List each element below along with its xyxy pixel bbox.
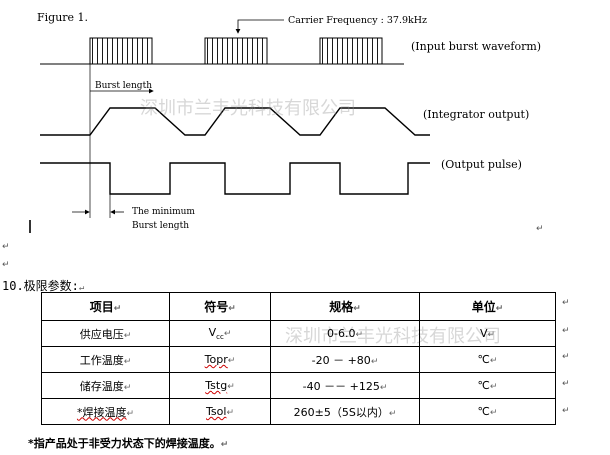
cell-item: 工作温度↵ <box>41 346 170 373</box>
column-header-item: 项目↵ <box>41 292 170 321</box>
cell-spec: 0-6.0↵ <box>270 320 420 347</box>
section-heading: 10.极限参数:↵ <box>2 277 84 294</box>
cell-item: *焊接温度↵ <box>41 398 170 425</box>
burst-block <box>204 37 268 65</box>
min-burst-label-line1: The minimum <box>132 207 195 217</box>
row-end-mark: ↵ <box>562 379 570 389</box>
footnote-text: *指产品处于非受力状态下的焊接温度。 <box>28 437 221 450</box>
cell-unit: V↵ <box>419 320 556 347</box>
cell-unit: ℃↵ <box>419 398 556 425</box>
row-end-mark: ↵ <box>562 406 570 416</box>
min-burst-label-line2: Burst length <box>132 221 189 231</box>
table-row: 储存温度↵ Tstg↵ -40 －－ +125↵ ℃↵ <box>41 372 556 399</box>
cell-unit: ℃↵ <box>419 346 556 373</box>
table-row: 工作温度↵ Topr↵ -20 － +80↵ ℃↵ <box>41 346 556 373</box>
paragraph-mark: ↵ <box>220 440 229 450</box>
cell-item: 供应电压↵ <box>41 320 170 347</box>
cell-unit: ℃↵ <box>419 372 556 399</box>
paragraph-mark: ↵ <box>536 224 544 234</box>
burst-length-label: Burst length <box>95 81 152 91</box>
footnote: *指产品处于非受力状态下的焊接温度。↵ <box>28 435 228 451</box>
burst-block <box>319 37 383 65</box>
input-burst-waveform <box>40 37 404 65</box>
integrator-output-waveform <box>40 107 430 136</box>
table-row: 供应电压↵ Vcc↵ 0-6.0↵ V↵ <box>41 320 556 347</box>
paragraph-mark: ↵ <box>78 283 85 293</box>
column-header-spec: 规格↵ <box>270 292 420 321</box>
paragraph-mark: ↵ <box>2 242 10 252</box>
row-end-mark: ↵ <box>562 352 570 362</box>
burst-block <box>89 37 153 65</box>
cell-symbol: Vcc↵ <box>169 320 271 347</box>
table-header-row: 项目↵ 符号↵ 规格↵ 单位↵ <box>41 292 556 321</box>
row-end-mark: ↵ <box>562 298 570 308</box>
timing-diagram: Figure 1. Carrier Frequency : 37.9kHz (I… <box>29 11 541 233</box>
carrier-frequency-label: Carrier Frequency : 37.9kHz <box>288 15 427 26</box>
section-heading-text: 10.极限参数: <box>2 279 79 293</box>
cell-symbol: Topr↵ <box>169 346 271 373</box>
cell-spec: -40 －－ +125↵ <box>270 372 420 399</box>
cell-spec: -20 － +80↵ <box>270 346 420 373</box>
column-header-symbol: 符号↵ <box>169 292 271 321</box>
cell-symbol: Tstg↵ <box>169 372 271 399</box>
cell-spec: 260±5（5S以内）↵ <box>270 398 420 425</box>
cell-symbol: Tsol↵ <box>169 398 271 425</box>
integrator-output-label: (Integrator output) <box>423 108 529 121</box>
limit-parameters-table: 项目↵ 符号↵ 规格↵ 单位↵ 供应电压↵ Vcc↵ 0-6.0↵ V↵ 工作温… <box>41 292 556 425</box>
row-end-mark: ↵ <box>562 326 570 336</box>
watermark: 深圳市兰丰光科技有限公司 <box>140 98 356 119</box>
input-burst-label: (Input burst waveform) <box>411 40 541 53</box>
cell-item: 储存温度↵ <box>41 372 170 399</box>
figure-title: Figure 1. <box>37 11 88 24</box>
column-header-unit: 单位↵ <box>419 292 556 321</box>
table-row: *焊接温度↵ Tsol↵ 260±5（5S以内）↵ ℃↵ <box>41 398 556 425</box>
carrier-pointer <box>235 19 284 34</box>
paragraph-mark: ↵ <box>2 260 10 270</box>
output-pulse-label: (Output pulse) <box>441 158 522 171</box>
output-pulse-waveform <box>40 162 430 195</box>
